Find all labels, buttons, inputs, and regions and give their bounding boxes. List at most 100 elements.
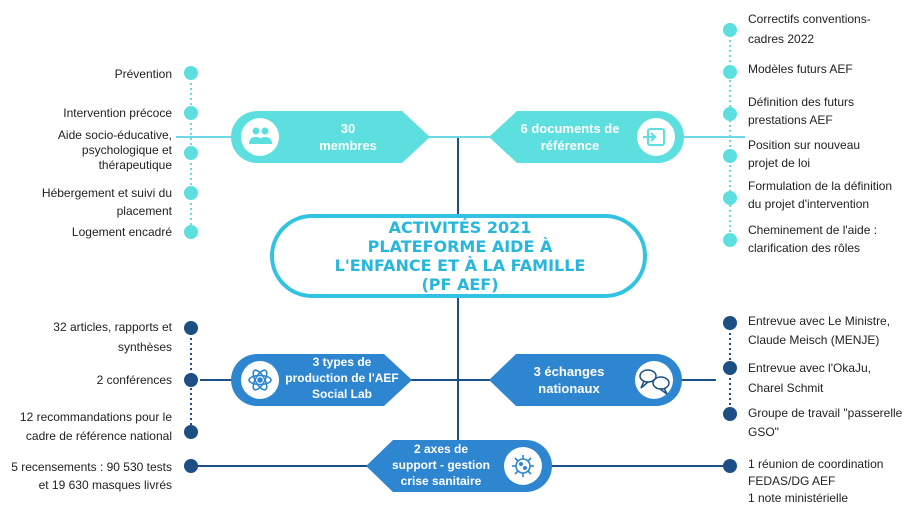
node-crise-line: crise sanitaire <box>400 474 482 488</box>
node-members-line: 30 <box>340 121 356 136</box>
node-crise-line: support - gestion <box>392 458 490 472</box>
left-top-dots <box>184 66 198 239</box>
item-line: 12 recommandations pour le <box>19 410 172 424</box>
item-line: 2 conférences <box>96 373 172 387</box>
right-top-item: Formulation de la définition du projet d… <box>748 177 892 213</box>
left-top-item: Logement encadré <box>72 223 172 241</box>
node-members-shape <box>231 111 430 163</box>
item-line: Prévention <box>114 67 172 81</box>
node-echanges-line: 3 échanges <box>533 364 605 379</box>
item-line: Entrevue avec Le Ministre, <box>748 314 891 328</box>
node-crise-label: 2 axes de support - gestion crise sanita… <box>380 441 502 489</box>
item-line: Position sur nouveau <box>748 138 861 152</box>
left-bottom-dots <box>184 321 198 473</box>
left-top-item: Aide socio-éducative, psychologique et t… <box>58 128 172 173</box>
item-line: 1 note ministérielle <box>748 491 849 505</box>
bullet-dot <box>723 459 737 473</box>
bullet-dot <box>723 65 737 79</box>
node-sociallab-line: 3 types de <box>312 355 372 369</box>
bullet-dot <box>184 106 198 120</box>
node-echanges-line: nationaux <box>538 381 600 396</box>
right-bottom-item: 1 réunion de coordination FEDAS/DG AEF 1… <box>748 456 883 507</box>
bullet-dot <box>723 191 737 205</box>
chat-bubbles-icon <box>639 369 670 395</box>
center-title: ACTIVITÉS 2021 PLATEFORME AIDE À L'ENFAN… <box>275 218 645 294</box>
node-docs-line: référence <box>540 138 600 153</box>
node-docs-label: 6 documents de référence <box>500 120 640 154</box>
virus-icon <box>512 455 534 477</box>
bullet-dot <box>723 316 737 330</box>
right-bottom-item: Entrevue avec l'OkaJu, Charel Schmit <box>748 358 871 398</box>
left-top-item: Hébergement et suivi du placement <box>42 184 172 220</box>
node-members-label: 30 membres <box>286 120 410 154</box>
item-line: projet de loi <box>748 156 811 170</box>
item-line: Charel Schmit <box>748 381 824 395</box>
bullet-dot <box>184 186 198 200</box>
right-top-item: Cheminement de l'aide : clarification de… <box>748 221 877 257</box>
item-line: cadre de référence national <box>25 429 172 443</box>
people-icon <box>249 127 272 144</box>
item-line: thérapeutique <box>98 158 172 172</box>
item-line: Intervention précoce <box>63 106 172 120</box>
item-line: Claude Meisch (MENJE) <box>748 333 880 347</box>
right-top-item: Définition des futurs prestations AEF <box>748 93 854 129</box>
left-bottom-item: 12 recommandations pour le cadre de réfé… <box>20 408 172 446</box>
bullet-dot <box>723 361 737 375</box>
node-members-line: membres <box>319 138 377 153</box>
left-top-item: Prévention <box>115 65 172 83</box>
node-docs-line: 6 documents de <box>520 121 620 136</box>
right-top-item: Modèles futurs AEF <box>748 60 853 78</box>
item-line: 1 réunion de coordination <box>748 457 884 471</box>
item-line: Correctifs conventions- <box>748 12 871 26</box>
right-top-item: Position sur nouveau projet de loi <box>748 136 860 172</box>
item-line: FEDAS/DG AEF <box>748 474 836 488</box>
bullet-dot <box>723 149 737 163</box>
item-line: 32 articles, rapports et <box>53 320 172 334</box>
node-sociallab-shape <box>231 354 412 406</box>
bullet-dot <box>723 407 737 421</box>
item-line: Entrevue avec l'OkaJu, <box>748 361 872 375</box>
node-crise-shape <box>366 440 552 492</box>
item-line: Hébergement et suivi du <box>41 186 172 200</box>
item-line: placement <box>116 204 172 218</box>
node-echanges-label: 3 échanges nationaux <box>505 363 633 397</box>
bullet-dot <box>723 107 737 121</box>
center-title-line: ACTIVITÉS 2021 <box>388 218 532 237</box>
item-line: Formulation de la définition <box>748 179 893 193</box>
bullet-dot <box>723 233 737 247</box>
left-top-item: Intervention précoce <box>63 104 172 122</box>
right-bottom-dots <box>723 316 737 473</box>
right-bottom-item: Entrevue avec Le Ministre, Claude Meisch… <box>748 312 890 350</box>
item-line: Groupe de travail "passerelle <box>748 406 903 420</box>
node-docs-shape <box>489 111 684 163</box>
bullet-dot <box>723 23 737 37</box>
left-bottom-item: 2 conférences <box>97 371 172 389</box>
bullet-dot <box>184 373 198 387</box>
bullet-dot <box>184 225 198 239</box>
node-sociallab-line: production de l'AEF <box>285 371 399 385</box>
node-sociallab-label: 3 types de production de l'AEF Social La… <box>280 354 404 402</box>
item-line: 5 recensements : 90 530 tests <box>11 460 172 474</box>
document-icon <box>643 128 665 146</box>
node-crise-line: 2 axes de <box>413 442 469 456</box>
center-title-line: PLATEFORME AIDE À <box>367 237 553 256</box>
right-top-item: Correctifs conventions- cadres 2022 <box>748 9 871 49</box>
bullet-dot <box>184 321 198 335</box>
item-line: prestations AEF <box>748 113 833 127</box>
item-line: GSO" <box>748 425 779 439</box>
atom-icon <box>248 369 272 391</box>
item-line: psychologique et <box>81 143 172 157</box>
bullet-dot <box>184 66 198 80</box>
item-line: Définition des futurs <box>748 95 855 109</box>
node-echanges-shape <box>489 354 682 406</box>
item-line: Cheminement de l'aide : <box>748 223 878 237</box>
right-top-dots <box>723 23 737 247</box>
center-title-frame <box>270 214 647 298</box>
item-line: et 19 630 masques livrés <box>38 478 172 492</box>
center-title-line: L'ENFANCE ET À LA FAMILLE <box>334 256 586 275</box>
node-crise-icon-circle <box>504 447 542 485</box>
item-line: cadres 2022 <box>748 32 815 46</box>
bullet-dot <box>184 146 198 160</box>
bullet-dot <box>184 459 198 473</box>
